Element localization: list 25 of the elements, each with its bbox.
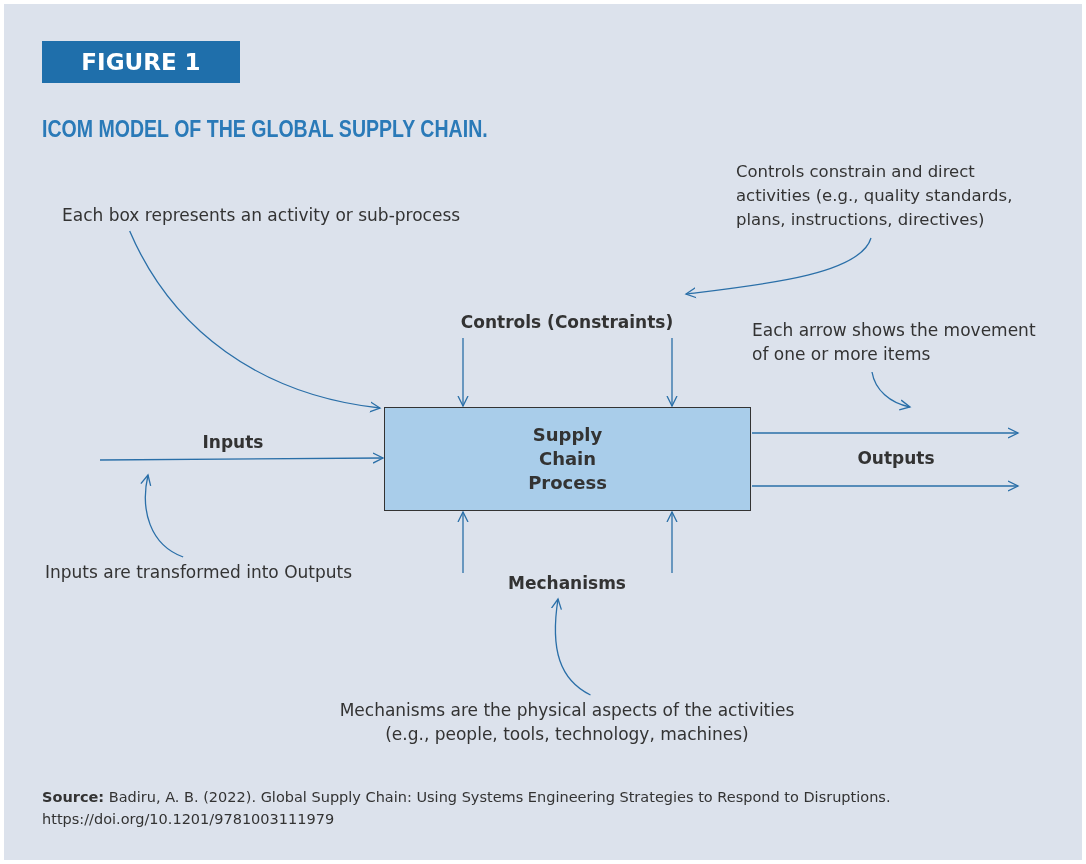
source-caption: Source: Badiru, A. B. (2022). Global Supply Chain: Using Systems Engineering Strategies to Respond to Disruptions. https://doi.org/10.1201/9781003111979 [42, 788, 892, 829]
annotation-text: Controls constrain and direct activities (e.g., quality standards, plans, instructions, directives) [736, 160, 1036, 232]
leader-line [871, 371, 911, 411]
leader-line [551, 598, 592, 696]
arrow [666, 337, 678, 407]
arrow [457, 511, 469, 574]
controls-label: Controls (Constraints) [452, 312, 682, 332]
annotation-text: Each box represents an activity or sub-process [62, 205, 461, 225]
annotation-text: Each arrow shows the movement of one or more items [752, 318, 1052, 366]
arrow [751, 480, 1019, 492]
annotation-text: Mechanisms are the physical aspects of the activities (e.g., people, tools, technology, machines) [332, 698, 802, 746]
arrow [457, 337, 469, 407]
arrow [666, 511, 678, 574]
arrow [99, 452, 384, 464]
outputs-label: Outputs [856, 448, 936, 468]
arrow [751, 427, 1019, 439]
leader-line [140, 474, 184, 558]
annotation-text: Inputs are transformed into Outputs [45, 562, 353, 582]
leader-line [129, 230, 381, 413]
edge-label: Inputs [201, 432, 265, 452]
mechanisms-label: Mechanisms [452, 573, 682, 593]
figure-title: ICOM MODEL OF THE GLOBAL SUPPLY CHAIN. [42, 116, 488, 143]
figure-number-tag: FIGURE 1 [42, 41, 240, 83]
process-box: Supply Chain Process [384, 407, 751, 511]
leader-line [685, 237, 872, 299]
